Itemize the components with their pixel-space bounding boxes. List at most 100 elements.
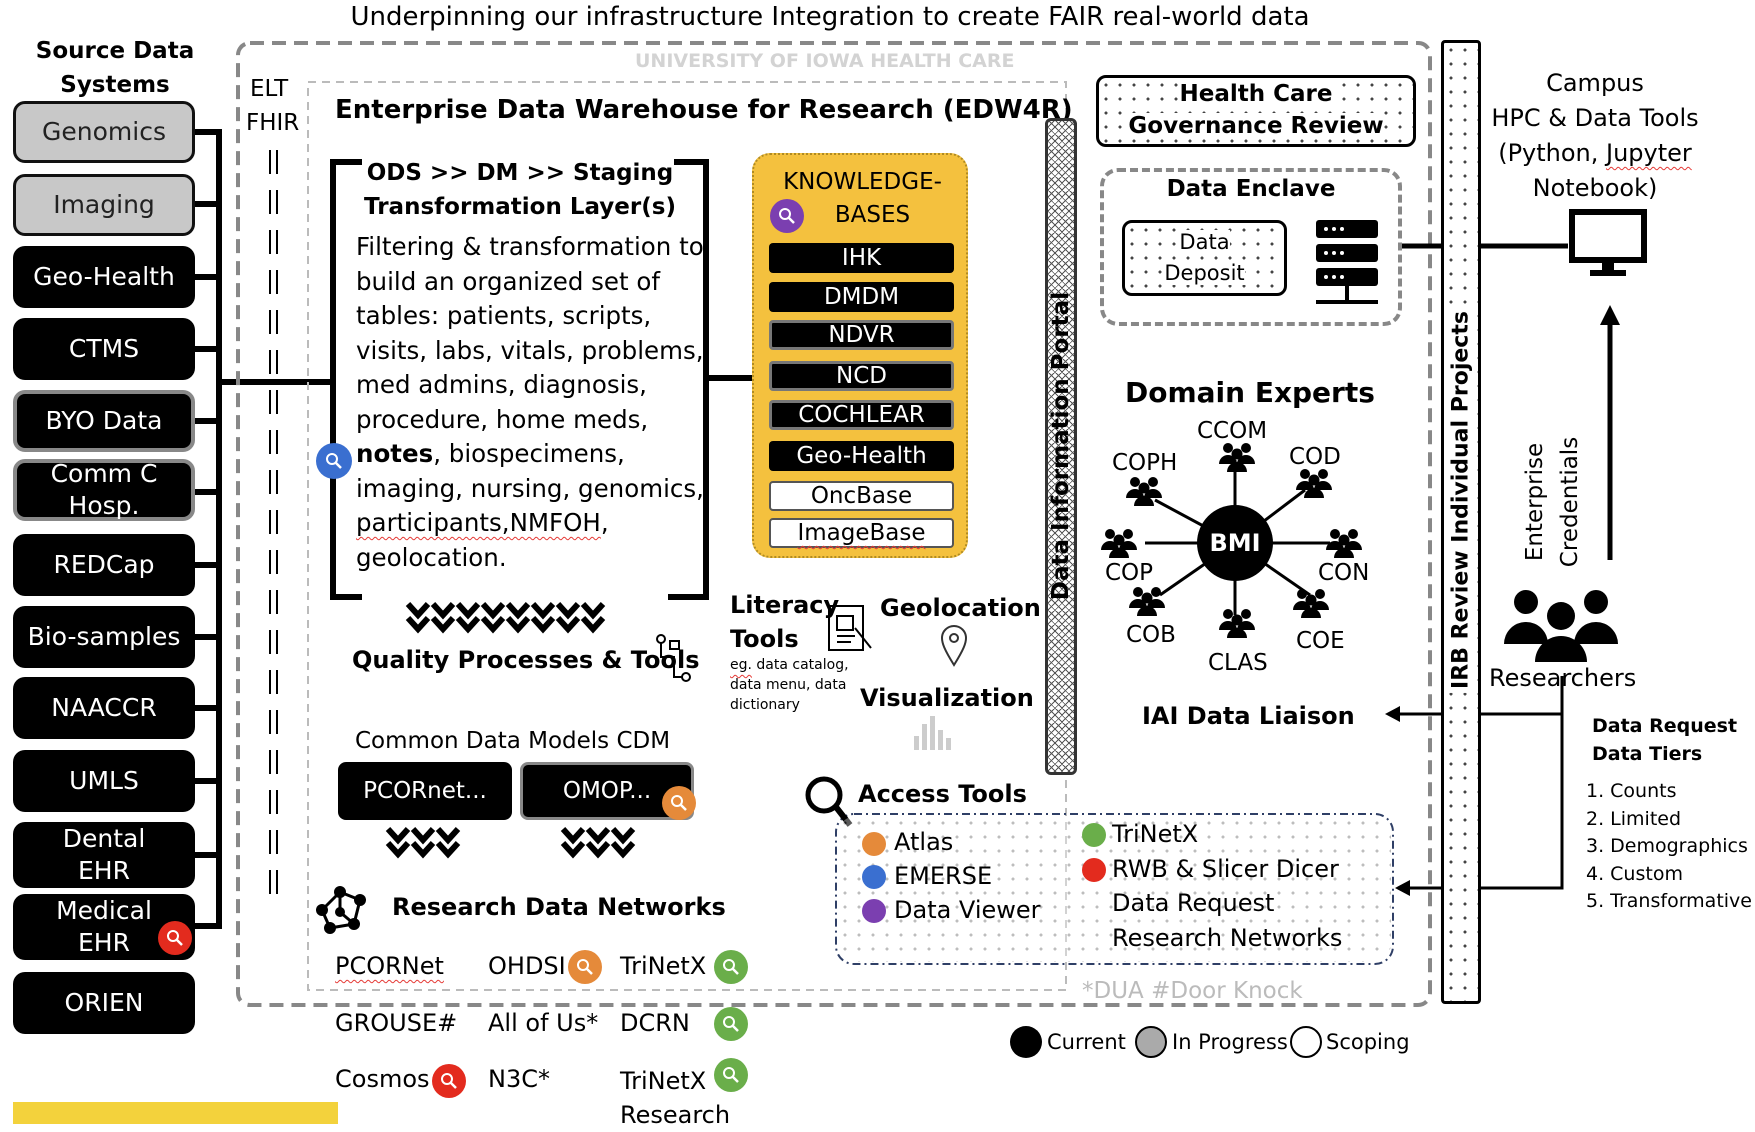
source-ctms: CTMS: [13, 318, 195, 380]
legend-current: Current: [1047, 1030, 1126, 1054]
source-geo-health: Geo-Health: [13, 246, 195, 308]
status-dot: [1082, 823, 1106, 847]
tier-item: 5. Transformative: [1586, 890, 1752, 912]
search-icon: [770, 199, 804, 233]
legend-current-dot: [1010, 1026, 1042, 1058]
page-title: Underpinning our infrastructure Integrat…: [350, 2, 1310, 32]
network-grouse: GROUSE#: [335, 1009, 458, 1037]
quality-label: Quality Processes & Tools: [352, 646, 700, 674]
bar-chart-icon: [914, 716, 951, 750]
status-dot: [862, 899, 886, 923]
status-dot: [862, 832, 886, 856]
status-dot: [1082, 858, 1106, 882]
access-data-viewer: Data Viewer: [894, 896, 1041, 924]
domain-experts-title: Domain Experts: [1125, 376, 1375, 409]
liaison-label: IAI Data Liaison: [1142, 702, 1355, 730]
uiowa-label: UNIVERSITY OF IOWA HEALTH CARE: [635, 50, 1015, 72]
access-atlas: Atlas: [894, 828, 954, 856]
network-icon: [316, 886, 366, 934]
source-genomics: Genomics: [13, 101, 195, 163]
network-n3c: N3C*: [488, 1065, 550, 1093]
data-enclave-box: [1100, 168, 1402, 326]
chevron-down-icon: [560, 826, 636, 859]
magnifier-icon: [805, 776, 853, 827]
elt-label: ELT: [250, 76, 289, 102]
source-bio-samples: Bio-samples: [13, 606, 195, 668]
search-icon: [568, 950, 602, 984]
tier-item: 3. Demographics: [1586, 835, 1748, 857]
data-information-portal: [1045, 118, 1077, 775]
tier-item: 1. Counts: [1586, 780, 1677, 802]
kb-ihk: IHK: [769, 243, 954, 273]
expert-ccom: CCOM: [1197, 418, 1268, 444]
access-trinetx: TriNetX: [1112, 820, 1199, 848]
search-icon: [714, 1007, 748, 1041]
access-rwb: RWB & Slicer Dicer: [1112, 855, 1339, 883]
network-trinetx: TriNetX: [620, 952, 707, 980]
researchers-icon: [1504, 590, 1618, 662]
rdn-title: Research Data Networks: [392, 893, 726, 921]
source-dental-ehr: Dental EHR: [13, 822, 195, 888]
highlight-bar: [13, 1102, 338, 1124]
cdm-pcornet: PCORnet...: [338, 762, 512, 820]
expert-coph: COPH: [1112, 450, 1178, 476]
researchers-label: Researchers: [1489, 664, 1637, 692]
search-icon: [432, 1064, 466, 1098]
fhir-label: FHIR: [246, 110, 300, 136]
source-byo-data: BYO Data: [13, 390, 195, 452]
chevron-down-icon: [385, 826, 461, 859]
access-emerse: EMERSE: [894, 862, 993, 890]
data-enclave-title: Data Enclave: [1166, 176, 1336, 202]
expert-cob: COB: [1126, 622, 1176, 648]
ods-description: Filtering & transformation to build an o…: [356, 232, 704, 572]
kb-ncd: NCD: [769, 361, 954, 391]
source-header: Source Data Systems: [35, 38, 195, 98]
kb-cochlear: COCHLEAR: [769, 400, 954, 430]
source-orien: ORIEN: [13, 972, 195, 1034]
kb-ndvr: NDVR: [769, 320, 954, 350]
source-naaccr: NAACCR: [13, 677, 195, 739]
data-tiers-list: 1. Counts 2. Limited 3. Demographics 4. …: [1586, 778, 1752, 916]
search-icon: [316, 443, 352, 479]
network-dcrn: DCRN: [620, 1009, 690, 1037]
monitor-icon: [1569, 209, 1647, 276]
expert-cop: COP: [1105, 560, 1154, 586]
footnote: *DUA #Door Knock: [1082, 978, 1303, 1004]
source-comm-c-hosp: Comm C Hosp.: [13, 459, 195, 521]
expert-con: CON: [1318, 560, 1370, 586]
search-icon: [714, 950, 748, 984]
kb-oncbase: OncBase: [769, 481, 954, 511]
expert-coe: COE: [1296, 628, 1345, 654]
geolocation-label: Geolocation: [880, 594, 1041, 622]
legend-scoping: Scoping: [1326, 1030, 1410, 1054]
cdm-title: Common Data Models CDM: [355, 728, 671, 754]
access-tools-title: Access Tools: [858, 780, 1027, 808]
visualization-label: Visualization: [860, 684, 1034, 712]
tier-item: 4. Custom: [1586, 862, 1683, 885]
network-pcornet: PCORNet: [335, 952, 444, 980]
source-imaging: Imaging: [13, 174, 195, 236]
search-icon: [714, 1058, 748, 1092]
server-icon: [1316, 220, 1378, 304]
network-all-of-us: All of Us*: [488, 1009, 599, 1037]
expert-cod: COD: [1289, 444, 1341, 470]
expert-clas: CLAS: [1208, 650, 1268, 676]
search-icon: [662, 786, 696, 820]
campus-label: Campus HPC & Data Tools (Python, Jupyter…: [1491, 69, 1699, 202]
access-research-networks: Research Networks: [1112, 924, 1343, 952]
chevron-down-icon: [405, 601, 606, 634]
kb-geo-health: Geo-Health: [769, 441, 954, 471]
tier-item: 2. Limited: [1586, 807, 1682, 830]
kb-dmdm: DMDM: [769, 282, 954, 312]
knowledge-bases-title: KNOWLEDGE-BASES: [783, 169, 942, 228]
irb-label: IRB Review Individual Projects: [1448, 307, 1474, 693]
catalog-icon: [828, 605, 872, 651]
map-pin-icon: [940, 625, 968, 667]
network-ohdsi: OHDSI: [488, 952, 566, 980]
